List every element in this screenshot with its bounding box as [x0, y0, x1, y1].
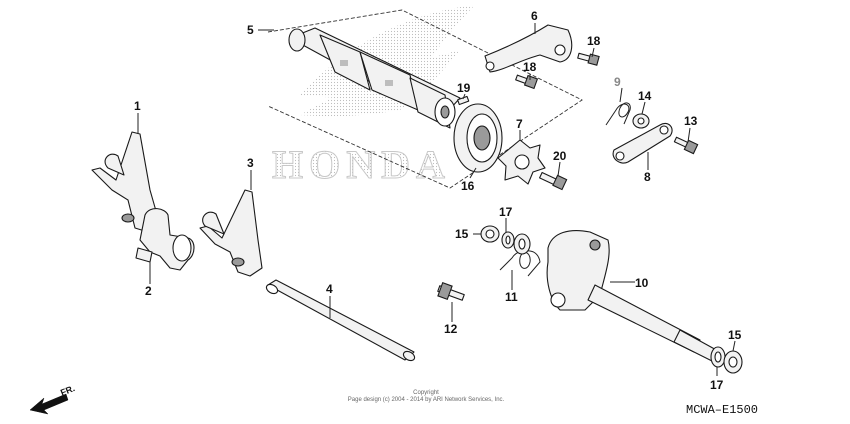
front-label: FR.: [59, 383, 76, 398]
stopper-plate: [484, 24, 573, 73]
callout-7: 7: [516, 117, 523, 131]
stopper-bolt: [673, 136, 699, 155]
callout-14: 14: [638, 89, 652, 103]
callout-12: 12: [444, 322, 458, 336]
callout-15-upper: 15: [455, 227, 469, 241]
gearshift-spindle: [546, 230, 721, 363]
honda-watermark: HONDA: [272, 5, 475, 188]
callout-15-lower: 15: [728, 328, 742, 342]
callout-18-upper: 18: [587, 34, 601, 48]
cam-bolt: [539, 171, 568, 191]
stud-bolt: [437, 282, 465, 301]
callout-13: 13: [684, 114, 698, 128]
callout-5: 5: [247, 23, 254, 37]
callout-18-lower: 18: [523, 60, 537, 74]
callout-20: 20: [553, 149, 567, 163]
callout-11: 11: [505, 290, 518, 304]
honda-wing-logo: [300, 5, 475, 117]
callout-2: 2: [145, 284, 152, 298]
seal-17-upper: [501, 231, 515, 249]
shift-fork-2: [135, 208, 195, 271]
stopper-arm: [612, 122, 673, 164]
honda-wordmark: HONDA: [272, 142, 451, 187]
callout-17-upper: 17: [499, 205, 513, 219]
shift-drum-center-cam: [497, 139, 546, 185]
shift-drum-group-outline: [267, 9, 583, 189]
callout-labels: 1 2 3 4 5 6 7 8 9 10 11 12 13 14 15 15 1…: [134, 9, 742, 392]
washer-14: [632, 113, 650, 129]
copyright-line-2: Page design (c) 2004 - 2014 by ARI Netwo…: [348, 397, 505, 403]
bolt-18-lower: [515, 74, 539, 90]
callout-17-lower: 17: [710, 378, 724, 392]
callout-8: 8: [644, 170, 651, 184]
washer-15-upper: [480, 225, 500, 243]
callout-6: 6: [531, 9, 538, 23]
washer-17-lower: [710, 346, 726, 368]
shift-drum: [288, 27, 461, 129]
callout-3: 3: [247, 156, 254, 170]
return-spring: [499, 250, 541, 277]
shift-fork-shaft: [265, 279, 416, 362]
leader-lines: [137, 23, 736, 376]
callout-9: 9: [614, 75, 621, 89]
bolt-18-upper: [577, 52, 600, 66]
callout-10: 10: [635, 276, 649, 290]
callout-1: 1: [134, 99, 141, 113]
copyright-line-1: Copyright: [413, 390, 439, 396]
shift-fork-1: [91, 131, 161, 233]
front-arrow-icon: [29, 393, 69, 415]
bearing: [453, 103, 503, 173]
callout-19: 19: [457, 81, 471, 95]
spring-collar: [513, 233, 531, 255]
front-direction-indicator: FR.: [29, 383, 76, 415]
diagram-code: MCWA–E1500: [686, 403, 758, 417]
dowel-pin: [457, 95, 470, 106]
washer-15-lower: [723, 350, 743, 374]
callout-4: 4: [326, 282, 333, 296]
shift-fork-3: [199, 189, 263, 277]
stopper-spring: [605, 102, 631, 126]
callout-16: 16: [461, 179, 475, 193]
